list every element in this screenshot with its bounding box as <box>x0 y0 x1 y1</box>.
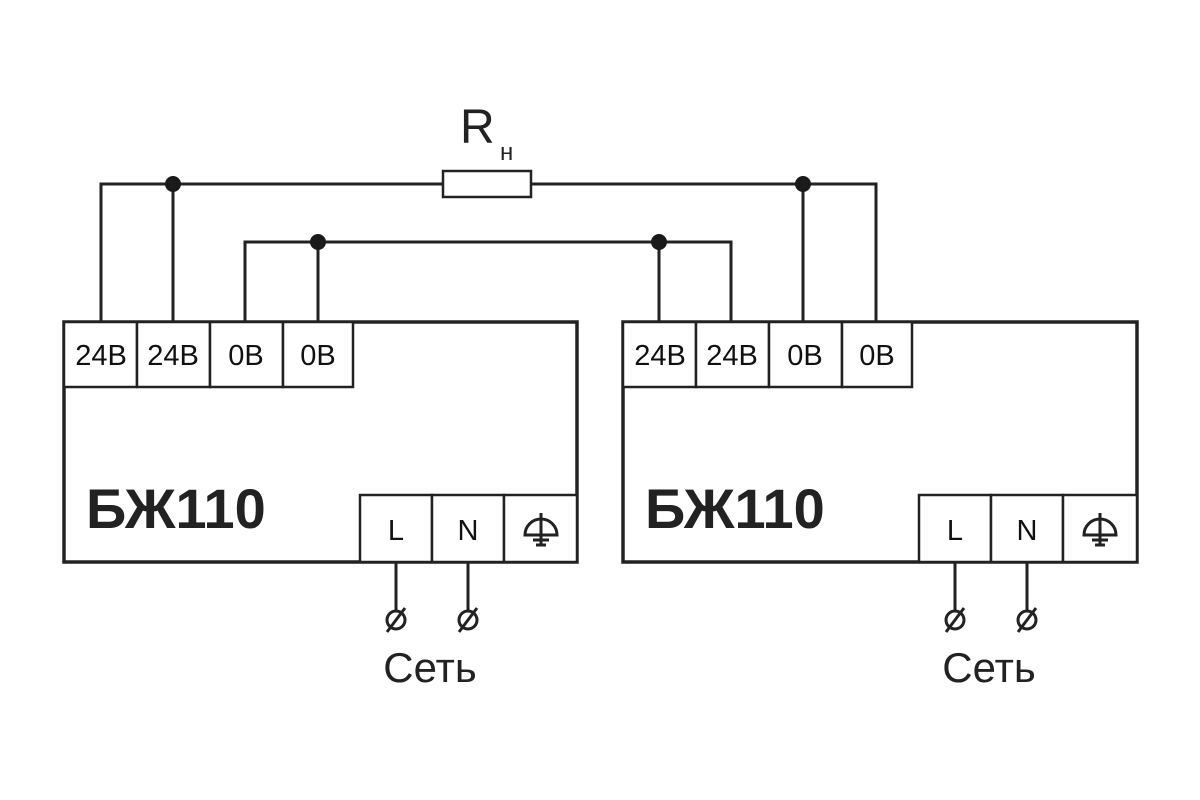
terminal <box>62 320 139 389</box>
resistor: R н <box>441 101 533 199</box>
bottom-terminal-block: L N <box>358 493 579 564</box>
resistor-body <box>441 169 533 199</box>
terminal <box>621 320 698 389</box>
terminal-label: 0В <box>859 340 894 372</box>
terminal <box>208 320 285 389</box>
terminal-label: 24В <box>634 340 686 372</box>
screw-terminal-icon <box>944 607 966 633</box>
terminal-label: 0В <box>228 340 263 372</box>
network-label: Сеть <box>942 644 1035 691</box>
junction-dot <box>165 176 181 192</box>
terminal <box>767 320 844 389</box>
terminal <box>358 493 434 564</box>
wire-24v-bus <box>99 182 878 322</box>
bottom-terminal-block: L N <box>917 493 1139 564</box>
unit-name: БЖ110 <box>645 477 825 540</box>
terminal-label: 0В <box>787 340 822 372</box>
terminal <box>989 493 1065 564</box>
ground-icon <box>1082 513 1118 547</box>
resistor-label: R <box>460 101 495 154</box>
junction-dot <box>651 234 667 250</box>
screw-terminal-icon <box>1016 607 1038 633</box>
terminal-label: 24В <box>706 340 758 372</box>
junction-dot <box>310 234 326 250</box>
terminal-label: L <box>388 515 404 547</box>
power-unit-2: 24В 24В 0В 0В БЖ110 L N <box>621 320 1139 691</box>
wire-0v-bus <box>243 240 733 322</box>
terminal-label: N <box>458 515 479 547</box>
screw-terminal-icon <box>457 607 479 633</box>
network-label: Сеть <box>383 644 476 691</box>
power-unit-1: 24В 24В 0В 0В БЖ110 L N <box>62 320 579 691</box>
terminal-label: 24В <box>147 340 199 372</box>
top-terminal-block: 24В 24В 0В 0В <box>62 320 355 389</box>
terminal <box>135 320 212 389</box>
top-terminal-block: 24В 24В 0В 0В <box>621 320 914 389</box>
terminal-label: 0В <box>300 340 335 372</box>
terminal-label: L <box>947 515 963 547</box>
screw-terminal-icon <box>385 607 407 633</box>
terminal-label: N <box>1017 515 1038 547</box>
terminal <box>281 320 355 389</box>
junction-dot <box>795 176 811 192</box>
terminal <box>840 320 914 389</box>
terminal <box>694 320 771 389</box>
resistor-subscript: н <box>500 139 513 166</box>
terminal-label: 24В <box>75 340 127 372</box>
ground-icon <box>523 513 559 547</box>
unit-name: БЖ110 <box>86 477 266 540</box>
